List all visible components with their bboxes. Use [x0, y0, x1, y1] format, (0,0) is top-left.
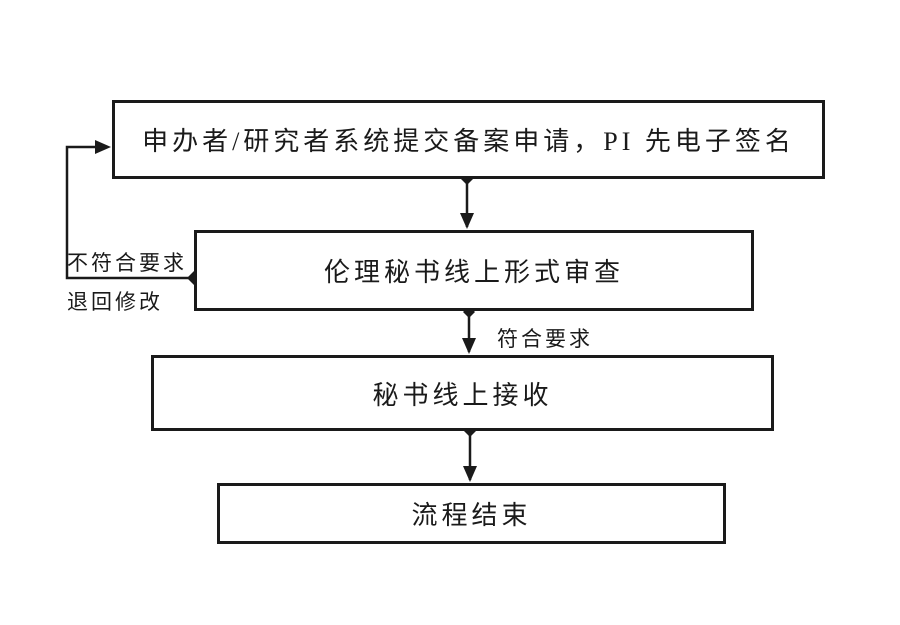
arrowhead-down-icon: [460, 213, 474, 229]
flow-box-review: 伦理秘书线上形式审查: [194, 230, 754, 311]
flow-box-submit: 申办者/研究者系统提交备案申请，PI 先电子签名: [112, 100, 825, 179]
feedback-loop-line: [65, 145, 194, 280]
flow-box-review-label: 伦理秘书线上形式审查: [323, 258, 624, 287]
flow-box-receive: 秘书线上接收: [151, 355, 774, 431]
flow-box-end: 流程结束: [217, 483, 726, 544]
flow-box-submit-label: 申办者/研究者系统提交备案申请，PI 先电子签名: [142, 127, 795, 156]
edge-label-pass: 符合要求: [497, 327, 593, 351]
arrowhead-down-icon: [462, 338, 476, 354]
flow-box-end-label: 流程结束: [411, 501, 532, 530]
flow-box-receive-label: 秘书线上接收: [372, 380, 553, 410]
edge-label-fail-line1: 不符合要求: [67, 251, 187, 275]
arrowhead-right-icon: [95, 140, 111, 154]
arrowhead-down-icon: [463, 466, 477, 482]
edge-label-fail-line2: 退回修改: [67, 290, 163, 314]
